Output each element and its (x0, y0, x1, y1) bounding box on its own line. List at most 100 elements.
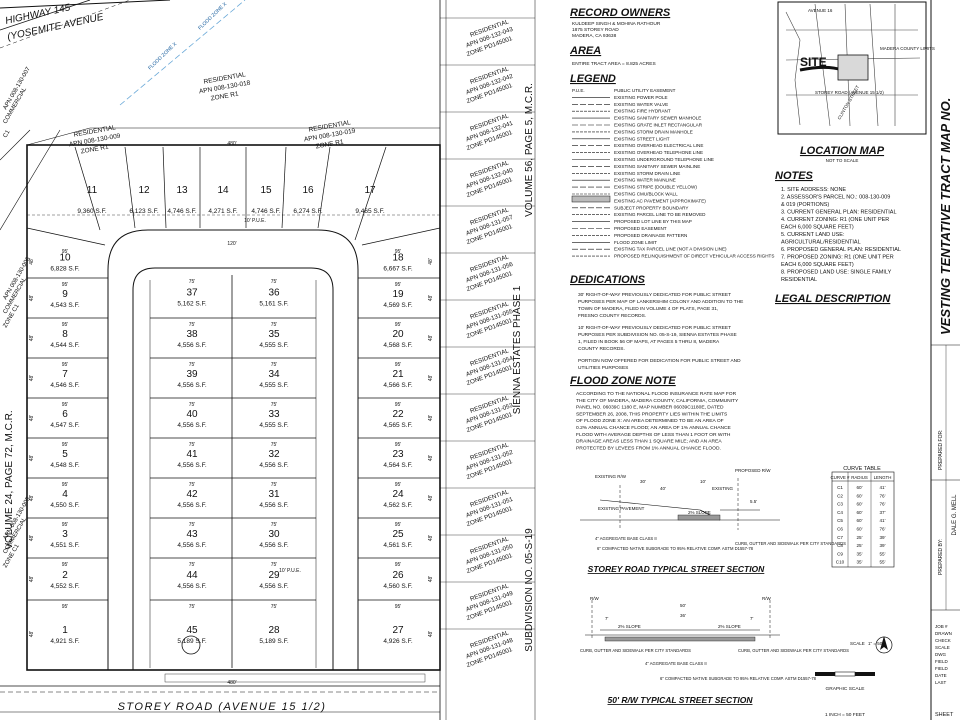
lot-area: 5,189 S.F. (259, 638, 288, 645)
subdivision-label: SUBDIVISION NO. 05-S-19 (524, 528, 535, 652)
lot-area: 4,555 S.F. (259, 342, 288, 349)
lot-number: 24 (392, 489, 404, 500)
dedication-text: FRESNO COUNTY RECORDS. (578, 313, 646, 319)
dedication-text: PORTION NOW OFFERED FOR DEDICATION FOR P… (578, 358, 741, 364)
flood-title: FLOOD ZONE NOTE (570, 375, 676, 387)
dim-label: 48' (428, 455, 434, 462)
lot-number: 13 (176, 185, 188, 196)
lot-number: 40 (186, 409, 198, 420)
lot-area: 4,556 S.F. (259, 583, 288, 590)
notes-title: NOTES (775, 170, 814, 182)
lot-number: 35 (268, 329, 280, 340)
lot-area: 5,162 S.F. (177, 301, 206, 308)
lot-area: 4,551 S.F. (50, 542, 79, 549)
job-field: FIELD (935, 659, 949, 664)
dim-label: 75' (271, 402, 278, 408)
lot-area: 4,566 S.F. (383, 382, 412, 389)
dim-label: 10' P.U.E. (279, 568, 301, 574)
dim-label: 75' (271, 322, 278, 328)
table-cell: 60' (857, 485, 863, 490)
section-label: EXISTING R/W (595, 474, 627, 479)
table-cell: 41' (880, 485, 886, 490)
dim-label: 48' (428, 258, 434, 265)
flood-text: SEPTEMBER 26, 2008, THIS PROPERTY LIES W… (576, 411, 728, 417)
lot-number: 39 (186, 369, 198, 380)
dim-label: 95' (62, 604, 69, 610)
lot-area: 4,560 S.F. (383, 583, 412, 590)
lot-area: 4,556 S.F. (177, 382, 206, 389)
lot-number: 31 (268, 489, 280, 500)
lot-number: 1 (62, 625, 68, 636)
lot-number: 12 (138, 185, 150, 196)
dim-label: 48' (428, 535, 434, 542)
flood-text: OF FLOOD ZONE X: AN AREA DETERMINED TO B… (576, 418, 724, 424)
map-street: MADERA COUNTY LIMITS (880, 46, 935, 51)
section-label: 30' (640, 479, 646, 484)
lot-area: 4,568 S.F. (383, 342, 412, 349)
lot-number: 6 (62, 409, 68, 420)
site-label: SITE (800, 55, 827, 69)
legend-item: EXISTING PARCEL LINE TO BE REMOVED (614, 212, 706, 217)
lot-area: 6,274 S.F. (293, 208, 322, 215)
section-label: 2% SLOPE (688, 510, 711, 515)
dim-label: 120' (227, 241, 236, 247)
section-label: 2% SLOPE (618, 624, 641, 629)
lot-area: 6,123 S.F. (129, 208, 158, 215)
flood-text: THE CITY OF MADERA, MADERA COUNTY, CALIF… (576, 398, 739, 404)
section-label: 6" COMPACTED NATIVE SUBGRADE TO 95% RELA… (660, 676, 817, 681)
legend-item: EXISTING FIRE HYDRANT (614, 109, 671, 114)
lot-area: 6,828 S.F. (50, 266, 79, 273)
job-field: DATE (935, 673, 947, 678)
dim-label: 95' (395, 362, 402, 368)
note-item: EACH 6,000 SQUARE FEET) (781, 225, 854, 231)
dim-label: 480' (227, 680, 236, 686)
legend-item: EXISTING STRIPE (DOUBLE YELLOW) (614, 185, 697, 190)
lot-number: 36 (268, 288, 280, 299)
lot-area: 4,556 S.F. (177, 583, 206, 590)
note-item: 4. CURRENT ZONING: R1 (ONE UNIT PER (781, 217, 889, 223)
flood-text: FLOOD WITH AVERAGE DEPTHS OF LESS THAN 1… (576, 432, 731, 438)
dedication-text: PURPOSES PER MAP OF LANKERSHIM COLONY AN… (578, 299, 743, 305)
table-header: LENGTH (874, 475, 892, 480)
lot-number: 44 (186, 570, 198, 581)
table-cell: 37' (880, 510, 886, 515)
dim-label: 95' (395, 249, 402, 255)
lot-number: 27 (392, 625, 404, 636)
legend-title: LEGEND (570, 73, 616, 85)
lot-number: 30 (268, 529, 280, 540)
lot-area: 4,569 S.F. (383, 302, 412, 309)
location-map-title: LOCATION MAP (800, 145, 885, 157)
lot-number: 33 (268, 409, 280, 420)
lot-number: 18 (392, 253, 404, 264)
dim-label: 48' (29, 576, 35, 583)
dim-label: 95' (62, 482, 69, 488)
dim-label: 95' (395, 562, 402, 568)
map-street: AVENUE 16 (808, 8, 833, 13)
dim-label: 75' (189, 562, 196, 568)
pavement-hatch (677, 514, 721, 521)
dim-label: 95' (62, 282, 69, 288)
lot-area: 4,547 S.F. (50, 422, 79, 429)
legend-item: EXISTING GRATE INLET RECTANGULAR (614, 123, 703, 128)
parcel-zone: ZONE R1 (80, 144, 109, 156)
lot-number: 15 (260, 185, 272, 196)
lot-number: 28 (268, 625, 280, 636)
table-cell: C10 (836, 560, 845, 565)
lot-area: 4,548 S.F. (50, 462, 79, 469)
prepared-for: PREPARED FOR: (938, 430, 944, 470)
lot-area: 4,555 S.F. (259, 422, 288, 429)
legend-item: SUBJECT PROPERTY BOUNDARY (614, 205, 688, 210)
lot-number: 22 (392, 409, 404, 420)
table-cell: 76' (880, 493, 886, 498)
dedication-text: COUNTY RECORDS. (578, 346, 625, 352)
dim-label: 95' (62, 249, 69, 255)
street-name: STOREY ROAD (AVENUE 15 1/2) (118, 701, 327, 713)
note-item: EACH 6,000 SQUARE FEET) (781, 262, 854, 268)
table-cell: C9 (837, 551, 843, 556)
dim-label: 95' (62, 402, 69, 408)
lot-area: 4,544 S.F. (50, 342, 79, 349)
dim-label: 75' (189, 482, 196, 488)
lot-number: 5 (62, 449, 68, 460)
legend-item: EXISTING WATER MAINLINE (614, 178, 676, 183)
